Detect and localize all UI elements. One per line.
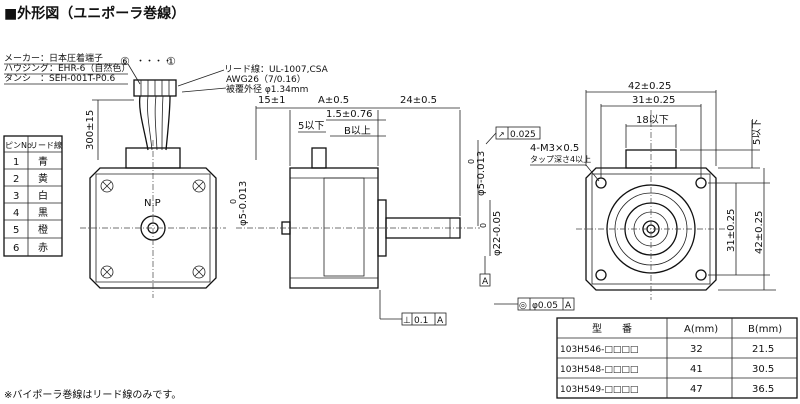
parallelism-tolerance: 0.025 bbox=[510, 130, 536, 140]
dim-5max-label: 5以下 bbox=[298, 121, 324, 132]
pin-no: 4 bbox=[13, 208, 19, 219]
pin-table bbox=[3, 135, 63, 257]
connector-maker-label: メーカー：日本圧着端子 bbox=[4, 52, 103, 64]
nameplate-label: N.P bbox=[144, 198, 161, 209]
dim-15-label: 15±1 bbox=[258, 95, 285, 106]
lead-leader-1 bbox=[177, 69, 225, 87]
awg-spec: AWG26（7/0.16） bbox=[226, 74, 306, 85]
pin-dots: ・・・・ bbox=[136, 57, 172, 67]
pin-wire-color: 黄 bbox=[38, 172, 48, 185]
connector-housing-label: ハウジング：EHR-6（自然色） bbox=[4, 62, 130, 74]
tap-depth-label: タップ深さ4以上 bbox=[530, 155, 591, 164]
connector-terminal-label: タンシ ：SEH-001T-P0.6 bbox=[4, 73, 116, 84]
dim-31-label: 31±0.25 bbox=[632, 95, 675, 106]
pin-wire-color: 黒 bbox=[38, 207, 48, 219]
pin-wire-color: 青 bbox=[38, 155, 48, 168]
pin-no: 5 bbox=[13, 225, 19, 236]
concentricity-datum: A bbox=[565, 301, 572, 311]
left-dia-zero: 0 bbox=[229, 199, 238, 204]
model-number: 103H549-□□□□ bbox=[560, 385, 638, 395]
datum-a-label: A bbox=[482, 277, 489, 287]
dim-42-v-label: 42±0.25 bbox=[754, 211, 765, 254]
model-table-header-a: A(mm) bbox=[684, 324, 718, 335]
left-dia-label: φ5-0.013 bbox=[238, 181, 249, 226]
perpendicularity-tolerance: 0.1 bbox=[414, 316, 428, 326]
dim-5max-rear-label: 5以下 bbox=[752, 119, 763, 145]
pilot-dia-label: φ22-0.05 bbox=[492, 211, 503, 256]
drawing-title: ■外形図（ユニポーラ巻線） bbox=[4, 5, 185, 22]
lead-wire-bundle bbox=[138, 95, 171, 151]
parallelism-frame bbox=[485, 126, 541, 145]
dim-a-label: A±0.5 bbox=[318, 95, 349, 106]
pin-no: 6 bbox=[13, 243, 19, 254]
pin-1-marker: ① bbox=[166, 55, 176, 68]
pin-no: 1 bbox=[13, 157, 19, 168]
side-view-motor bbox=[281, 147, 461, 289]
pin-table-header-pin: ピンNo. bbox=[5, 141, 34, 150]
footnote: ※バイポーラ巻線はリード線のみです。 bbox=[4, 388, 181, 401]
dim-42-label: 42±0.25 bbox=[628, 81, 671, 92]
lead-wire-spec: リード線：UL-1007,CSA bbox=[224, 63, 329, 75]
model-dim-b: 21.5 bbox=[752, 344, 774, 355]
lead-length-label: 300±15 bbox=[85, 110, 96, 150]
shaft-dia-label: φ5-0.013 bbox=[476, 151, 487, 196]
dim-24-label: 24±0.5 bbox=[400, 95, 437, 106]
model-dim-b: 30.5 bbox=[752, 364, 774, 375]
dim-18-label: 18以下 bbox=[636, 115, 669, 126]
tap-leader bbox=[585, 164, 600, 182]
dim-31-v-label: 31±0.25 bbox=[726, 209, 737, 252]
pilot-dia-zero: 0 bbox=[479, 223, 488, 228]
model-dim-a: 32 bbox=[690, 344, 703, 355]
model-number: 103H548-□□□□ bbox=[560, 365, 638, 375]
concentricity-tolerance: φ0.05 bbox=[532, 301, 558, 311]
model-number: 103H546-□□□□ bbox=[560, 345, 638, 355]
model-dim-a: 41 bbox=[690, 364, 703, 375]
pin-no: 3 bbox=[13, 191, 19, 202]
model-dim-b: 36.5 bbox=[752, 384, 774, 395]
parallelism-symbol: ↗ bbox=[498, 130, 505, 139]
lead-leader-2 bbox=[181, 87, 227, 93]
perpendicularity-frame bbox=[379, 290, 447, 326]
model-table bbox=[556, 317, 798, 399]
dim-b-label: B以上 bbox=[344, 125, 371, 137]
model-table-header-model: 型 番 bbox=[592, 322, 632, 335]
pin-no: 2 bbox=[13, 174, 19, 185]
pin-wire-color: 赤 bbox=[38, 242, 48, 254]
pin-wire-color: 橙 bbox=[38, 223, 48, 236]
pin-wire-color: 白 bbox=[38, 189, 48, 202]
pin-table-header-wire: リード線 bbox=[30, 140, 62, 150]
dim-1-5-label: 1.5±0.76 bbox=[326, 109, 373, 120]
pin-6-marker: ⑥ bbox=[120, 55, 130, 68]
tap-spec-label: 4-M3×0.5 bbox=[530, 143, 579, 154]
shaft-dia-zero: 0 bbox=[467, 159, 476, 164]
concentricity-frame bbox=[494, 297, 575, 311]
model-dim-a: 47 bbox=[690, 384, 703, 395]
coating-spec: 被覆外径 φ1.34mm bbox=[226, 83, 308, 95]
connector-housing bbox=[133, 79, 177, 97]
front-view-corner-screws bbox=[100, 179, 206, 279]
model-table-header-b: B(mm) bbox=[748, 324, 782, 335]
leader-to-connector bbox=[127, 63, 141, 85]
concentricity-symbol: ◎ bbox=[519, 301, 527, 311]
perpendicularity-datum: A bbox=[437, 316, 444, 326]
perpendicularity-symbol: ⊥ bbox=[403, 316, 411, 326]
